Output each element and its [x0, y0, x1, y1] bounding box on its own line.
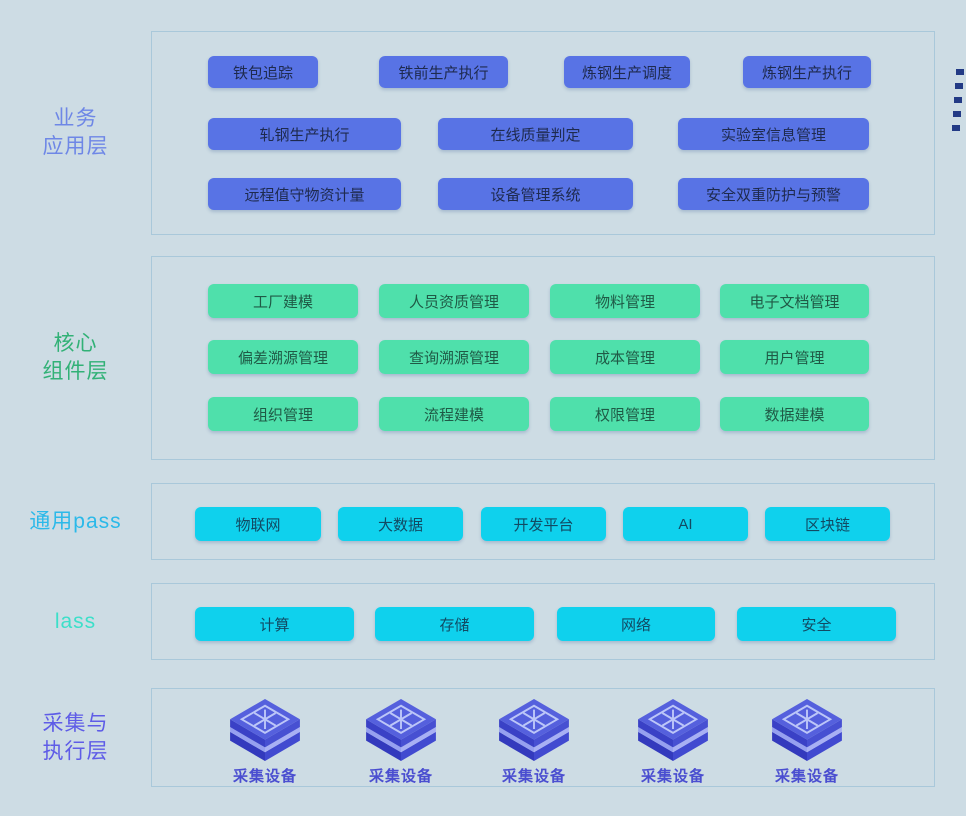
edge-dash-decoration — [955, 83, 963, 89]
business-application-layer-button[interactable]: 铁前生产执行 — [379, 56, 508, 88]
core-component-layer-panel: 工厂建模人员资质管理物料管理电子文档管理偏差溯源管理查询溯源管理成本管理用户管理… — [151, 256, 935, 460]
core-component-layer-button[interactable]: 权限管理 — [550, 397, 700, 431]
iaas-layer-button[interactable]: 安全 — [737, 607, 896, 641]
business-application-layer-button[interactable]: 安全双重防护与预警 — [678, 178, 869, 210]
device-cube-icon — [366, 698, 436, 761]
edge-dash-decoration — [954, 97, 962, 103]
iaas-layer-panel: 计算存储网络安全 — [151, 583, 935, 660]
general-paas-layer-button[interactable]: AI — [623, 507, 748, 541]
general-paas-layer-label: 通用pass — [29, 509, 122, 533]
core-component-layer-button[interactable]: 工厂建模 — [208, 284, 358, 318]
business-application-layer-button[interactable]: 铁包追踪 — [208, 56, 318, 88]
iaas-layer-label: lass — [54, 609, 97, 633]
core-component-layer-button[interactable]: 数据建模 — [720, 397, 869, 431]
core-component-layer-button[interactable]: 流程建模 — [379, 397, 529, 431]
device-cube-icon — [772, 698, 842, 761]
business-application-layer-button[interactable]: 在线质量判定 — [438, 118, 633, 150]
general-paas-layer-button[interactable]: 区块链 — [765, 507, 890, 541]
device-label: 采集设备 — [640, 768, 705, 785]
iaas-layer-button[interactable]: 网络 — [557, 607, 715, 641]
business-application-layer-button[interactable]: 炼钢生产执行 — [743, 56, 871, 88]
edge-dash-decoration — [956, 69, 964, 75]
core-component-layer-label: 核心 组件层 — [42, 332, 109, 383]
business-application-layer-button[interactable]: 炼钢生产调度 — [564, 56, 690, 88]
business-application-layer-button[interactable]: 远程值守物资计量 — [208, 178, 401, 210]
collection-device: 采集设备 — [210, 697, 320, 786]
collection-device: 采集设备 — [618, 697, 728, 786]
collection-device: 采集设备 — [752, 697, 862, 786]
edge-dash-decoration — [952, 125, 960, 131]
business-application-layer-button[interactable]: 轧钢生产执行 — [208, 118, 401, 150]
business-application-layer-button[interactable]: 设备管理系统 — [438, 178, 633, 210]
device-label: 采集设备 — [501, 768, 566, 785]
device-cube-icon — [499, 698, 569, 761]
general-paas-layer-button[interactable]: 开发平台 — [481, 507, 606, 541]
core-component-layer-button[interactable]: 人员资质管理 — [379, 284, 529, 318]
core-component-layer-button[interactable]: 电子文档管理 — [720, 284, 869, 318]
iaas-layer-button[interactable]: 存储 — [375, 607, 534, 641]
collection-execution-layer-label: 采集与 执行层 — [42, 711, 109, 763]
device-cube-icon — [230, 698, 300, 761]
general-paas-layer-button[interactable]: 大数据 — [338, 507, 463, 541]
edge-dash-decoration — [953, 111, 961, 117]
core-component-layer-button[interactable]: 组织管理 — [208, 397, 358, 431]
business-application-layer-label: 业务 应用层 — [42, 107, 109, 158]
general-paas-layer-button[interactable]: 物联网 — [195, 507, 321, 541]
iaas-layer-button[interactable]: 计算 — [195, 607, 354, 641]
core-component-layer-button[interactable]: 物料管理 — [550, 284, 700, 318]
core-component-layer-button[interactable]: 偏差溯源管理 — [208, 340, 358, 374]
device-label: 采集设备 — [232, 768, 297, 785]
core-component-layer-button[interactable]: 成本管理 — [550, 340, 700, 374]
business-application-layer-button[interactable]: 实验室信息管理 — [678, 118, 869, 150]
business-application-layer-panel: 铁包追踪 铁前生产执行 炼钢生产调度 炼钢生产执行轧钢生产执行 在线质量判定 实验室信息管… — [151, 31, 935, 235]
core-component-layer-button[interactable]: 查询溯源管理 — [379, 340, 529, 374]
device-label: 采集设备 — [368, 768, 433, 785]
collection-device: 采集设备 — [479, 697, 589, 786]
collection-execution-layer-panel: 采集设备 采集设备 采集设备 采集设备 采集设备 — [151, 688, 935, 787]
collection-device: 采集设备 — [346, 697, 456, 786]
general-paas-layer-panel: 物联网大数据开发平台 AI 区块链 — [151, 483, 935, 560]
device-cube-icon — [638, 698, 708, 761]
device-label: 采集设备 — [774, 768, 839, 785]
core-component-layer-button[interactable]: 用户管理 — [720, 340, 869, 374]
